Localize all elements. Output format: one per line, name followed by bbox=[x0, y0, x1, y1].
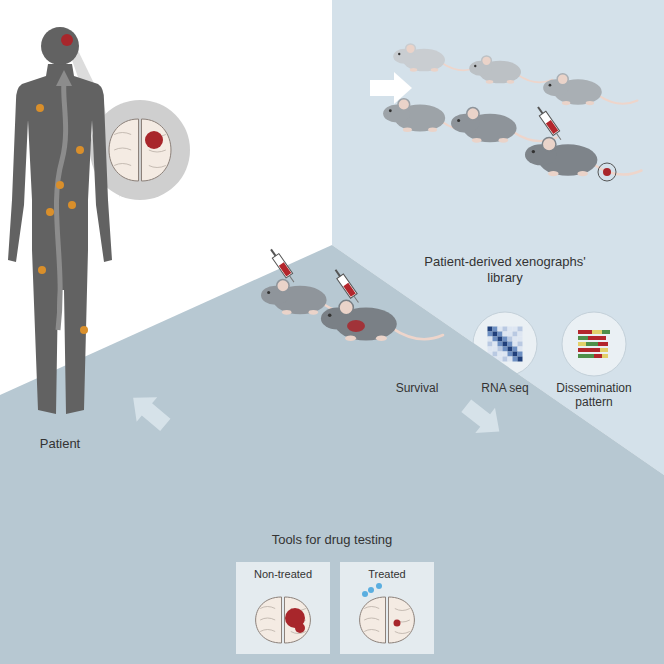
treated-box-label: Treated bbox=[340, 568, 434, 581]
dissemination-circle-label: Dissemination pattern bbox=[544, 381, 644, 410]
drug-testing-panel-shape bbox=[0, 240, 664, 664]
non-treated-box-label: Non-treated bbox=[236, 568, 330, 581]
non-treated-box: Non-treated bbox=[236, 562, 330, 654]
drug-testing-panel-label: Tools for drug testing bbox=[222, 532, 442, 548]
patient-label: Patient bbox=[10, 436, 110, 452]
drug-testing-panel: Tools for drug testingNon-treated Treated bbox=[0, 240, 664, 664]
rna-seq-circle-label: RNA seq bbox=[455, 381, 555, 395]
library-panel-label: Patient-derived xenographs' library bbox=[410, 254, 600, 285]
survival-circle-label: Survival bbox=[367, 381, 467, 395]
treated-box: Treated bbox=[340, 562, 434, 654]
dissemination-circle: Dissemination pattern bbox=[544, 310, 644, 410]
